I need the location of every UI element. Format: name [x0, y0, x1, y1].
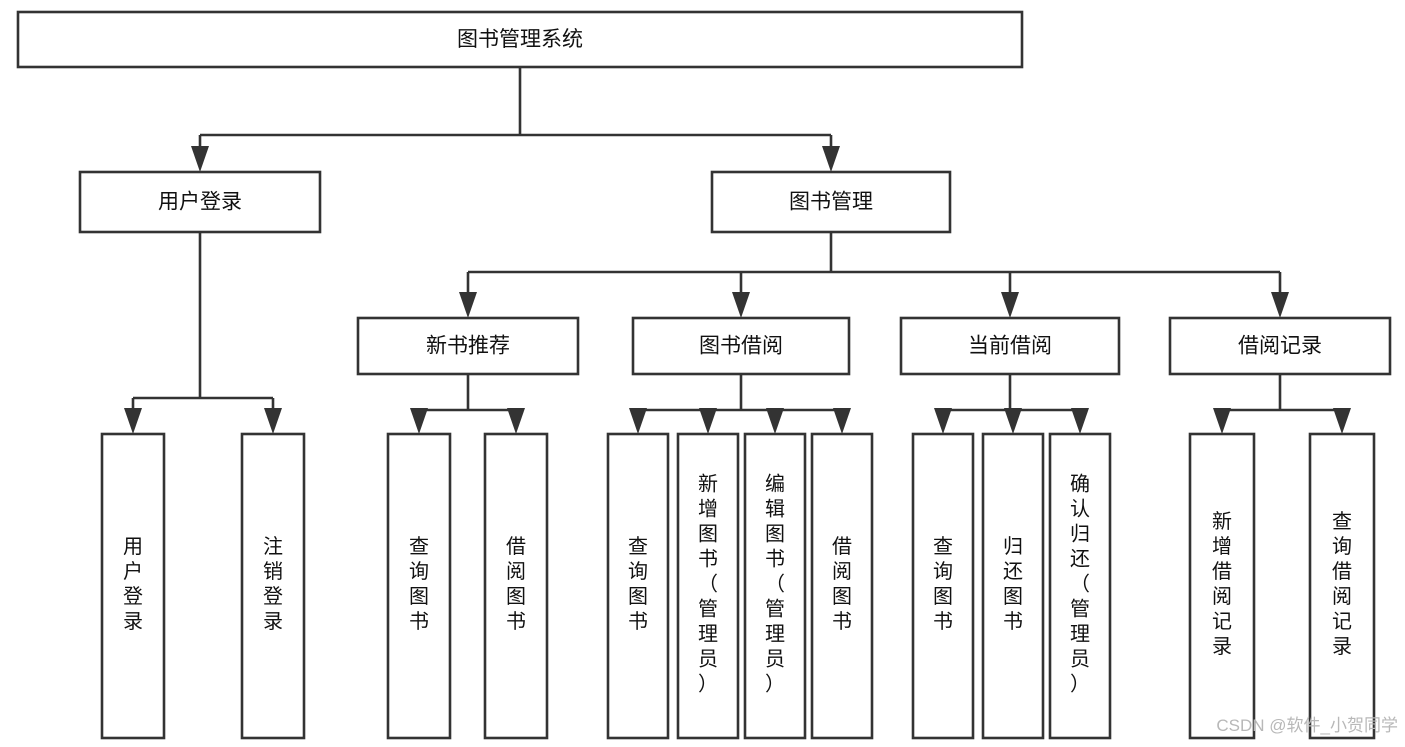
node-level2-0[interactable]: 用户登录 [78, 170, 322, 234]
node-leaf-5[interactable]: 新增图书（管理员） [676, 432, 740, 740]
connector-lines [124, 67, 1351, 434]
node-label: 新增图书（管理员） [698, 473, 718, 696]
node-label: 查询图书 [628, 535, 648, 633]
node-leaf-0[interactable]: 用户登录 [100, 432, 166, 740]
node-leaf-10[interactable]: 确认归还（管理员） [1048, 432, 1112, 740]
node-label: 新增借阅记录 [1212, 510, 1232, 658]
arrow-head-icon [822, 146, 840, 172]
arrow-head-icon [766, 408, 784, 434]
node-box[interactable] [78, 170, 322, 234]
arrow-head-icon [191, 146, 209, 172]
arrow-head-icon [124, 408, 142, 434]
node-leaf-7[interactable]: 借阅图书 [810, 432, 874, 740]
node-box[interactable] [676, 432, 740, 740]
node-box[interactable] [1308, 432, 1376, 740]
node-box[interactable] [1188, 432, 1256, 740]
node-label: 归还图书 [1003, 535, 1023, 633]
node-label: 查询图书 [409, 535, 429, 633]
arrow-head-icon [507, 408, 525, 434]
node-box[interactable] [1048, 432, 1112, 740]
node-level3-2[interactable]: 当前借阅 [899, 316, 1121, 376]
node-leaf-1[interactable]: 注销登录 [240, 432, 306, 740]
arrow-head-icon [1071, 408, 1089, 434]
node-box[interactable] [356, 316, 580, 376]
node-box[interactable] [899, 316, 1121, 376]
node-box[interactable] [743, 432, 807, 740]
arrow-head-icon [934, 408, 952, 434]
node-leaf-4[interactable]: 查询图书 [606, 432, 670, 740]
node-leaf-2[interactable]: 查询图书 [386, 432, 452, 740]
node-leaf-3[interactable]: 借阅图书 [483, 432, 549, 740]
node-leaf-6[interactable]: 编辑图书（管理员） [743, 432, 807, 740]
node-leaf-9[interactable]: 归还图书 [981, 432, 1045, 740]
arrow-head-icon [629, 408, 647, 434]
node-box[interactable] [710, 170, 952, 234]
watermark-label: CSDN @软件_小贺同学 [1216, 716, 1398, 735]
arrow-head-icon [1271, 292, 1289, 318]
node-level2-1[interactable]: 图书管理 [710, 170, 952, 234]
node-box[interactable] [483, 432, 549, 740]
arrow-head-icon [264, 408, 282, 434]
node-label: 查询借阅记录 [1332, 510, 1352, 658]
node-label: 图书借阅 [699, 335, 783, 358]
node-label: 注销登录 [263, 535, 283, 633]
arrow-head-icon [1001, 292, 1019, 318]
node-label: 用户登录 [123, 536, 143, 633]
node-leaf-12[interactable]: 查询借阅记录 [1308, 432, 1376, 740]
node-label: 编辑图书（管理员） [765, 473, 785, 696]
node-box[interactable] [386, 432, 452, 740]
node-label: 图书管理系统 [457, 28, 583, 51]
arrow-head-icon [732, 292, 750, 318]
node-box[interactable] [911, 432, 975, 740]
node-box[interactable] [810, 432, 874, 740]
arrow-head-icon [833, 408, 851, 434]
node-box[interactable] [1168, 316, 1392, 376]
node-box[interactable] [981, 432, 1045, 740]
node-label: 借阅记录 [1238, 335, 1322, 358]
node-box[interactable] [100, 432, 166, 740]
node-label: 图书管理 [789, 191, 873, 214]
arrow-head-icon [1333, 408, 1351, 434]
arrow-head-icon [699, 408, 717, 434]
node-label: 当前借阅 [968, 335, 1052, 358]
node-leaf-11[interactable]: 新增借阅记录 [1188, 432, 1256, 740]
node-level3-0[interactable]: 新书推荐 [356, 316, 580, 376]
node-boxes: 图书管理系统用户登录图书管理新书推荐图书借阅当前借阅借阅记录用户登录注销登录查询… [16, 10, 1392, 740]
node-label: 借阅图书 [506, 535, 526, 633]
node-root-0[interactable]: 图书管理系统 [16, 10, 1024, 69]
node-box[interactable] [240, 432, 306, 740]
arrow-head-icon [410, 408, 428, 434]
node-label: 新书推荐 [426, 335, 510, 358]
node-label: 确认归还（管理员） [1070, 473, 1090, 696]
arrow-head-icon [459, 292, 477, 318]
node-label: 借阅图书 [832, 535, 852, 633]
node-leaf-8[interactable]: 查询图书 [911, 432, 975, 740]
arrow-head-icon [1004, 408, 1022, 434]
node-label: 查询图书 [933, 535, 953, 633]
node-level3-1[interactable]: 图书借阅 [631, 316, 851, 376]
node-box[interactable] [606, 432, 670, 740]
arrow-head-icon [1213, 408, 1231, 434]
node-box[interactable] [631, 316, 851, 376]
node-label: 用户登录 [158, 191, 242, 214]
node-level3-3[interactable]: 借阅记录 [1168, 316, 1392, 376]
node-box[interactable] [16, 10, 1024, 69]
